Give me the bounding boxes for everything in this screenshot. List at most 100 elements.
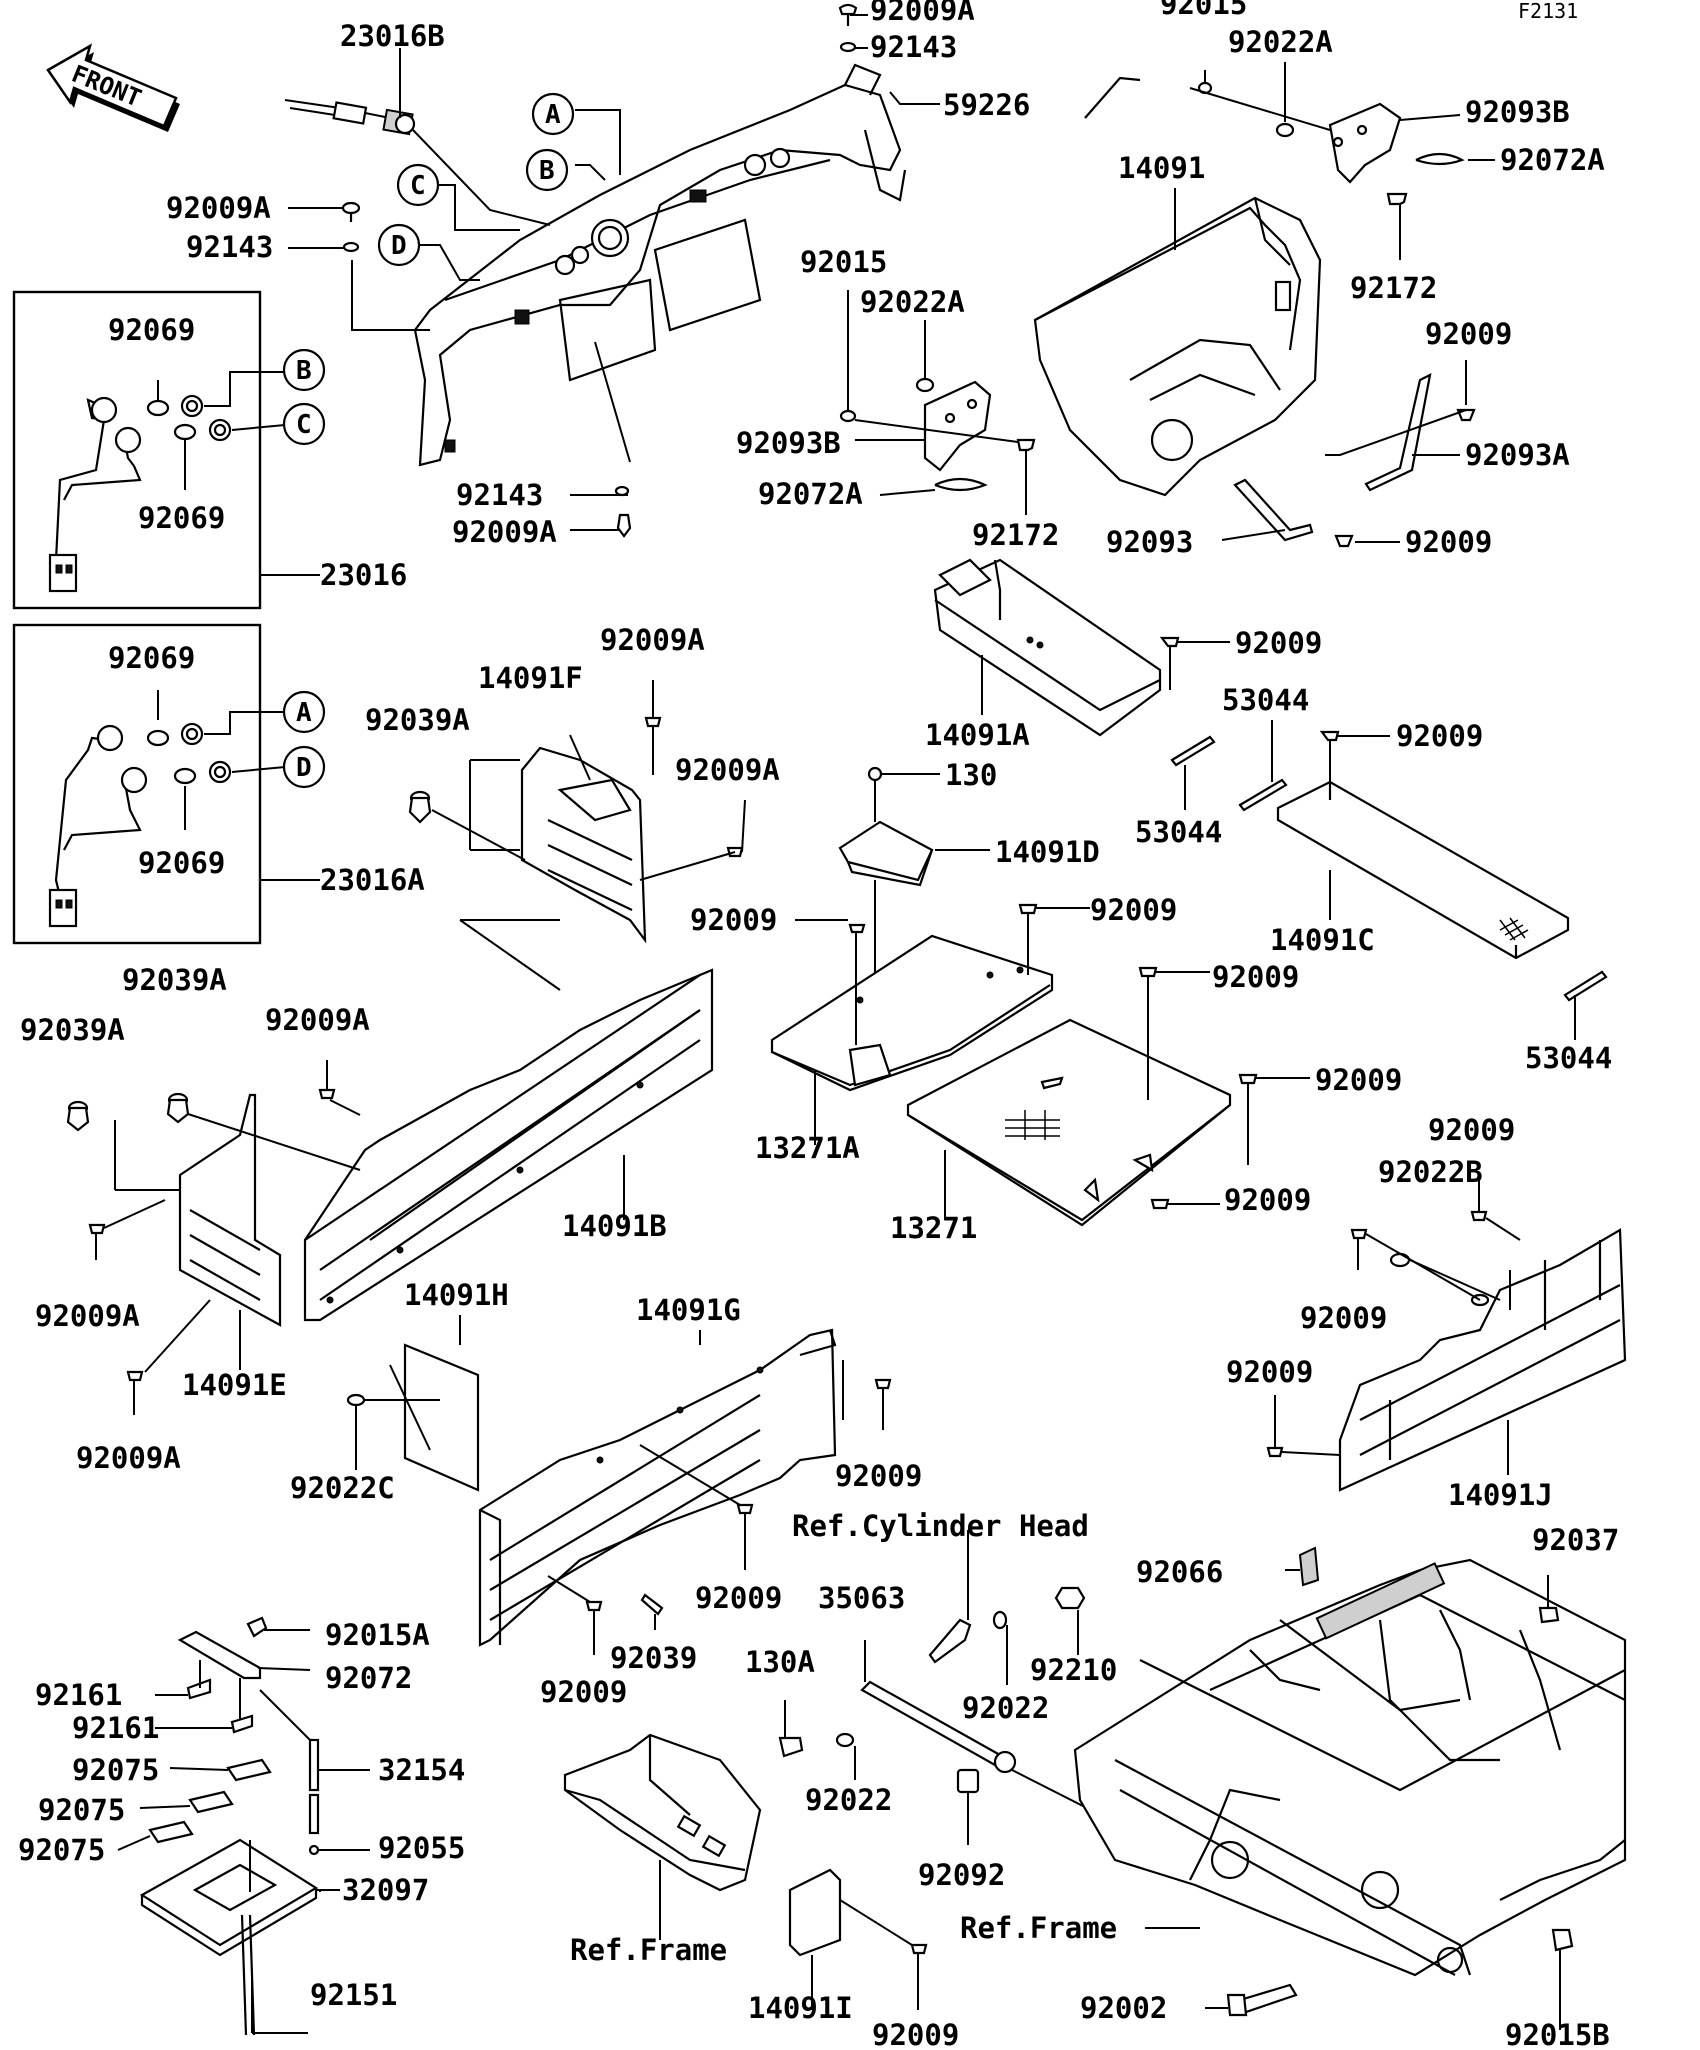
panel-14091j-part: [1266, 1180, 1627, 1492]
harness-23016b-part: [284, 99, 416, 136]
panel-14091d-part: [838, 766, 990, 1040]
label-92015-mid: 92015: [800, 245, 887, 279]
label-59226: 59226: [943, 88, 1030, 122]
label-14091i: 14091I: [748, 1991, 853, 2025]
label-92009-c: 92009: [1396, 719, 1483, 753]
label-92002: 92002: [1080, 1991, 1167, 2025]
bracket-92093b-right: [1084, 62, 1495, 260]
bracket-92093b-mid: [839, 290, 1036, 515]
label-92009-j2: 92009: [1300, 1301, 1387, 1335]
label-92009-i: 92009: [872, 2018, 959, 2050]
label-14091j: 14091J: [1448, 1478, 1553, 1512]
label-92039a-f: 92039A: [365, 703, 470, 737]
callout-circles-box: B C A D: [282, 348, 326, 789]
callout-circles-top: A B C D: [377, 92, 575, 267]
label-14091a: 14091A: [925, 718, 1030, 752]
label-ref-frame-right: Ref.Frame: [960, 1911, 1117, 1945]
label-92022b: 92022B: [1378, 1155, 1483, 1189]
label-92009-a: 92009: [1235, 626, 1322, 660]
label-53044-bot: 53044: [1525, 1041, 1612, 1075]
screw-92009a-top: [341, 3, 858, 538]
label-92022-1: 92022: [962, 1691, 1049, 1725]
label-92055: 92055: [378, 1831, 465, 1865]
panel-13271-part: [906, 966, 1310, 1227]
label-14091g: 14091G: [636, 1293, 741, 1327]
label-92009a-b: 92009A: [265, 1003, 370, 1037]
label-92009-g: 92009: [835, 1459, 922, 1493]
callout-d-top: D: [391, 231, 407, 261]
bracket-14091i-part: [788, 1868, 928, 2010]
label-92009-right1: 92009: [1425, 317, 1512, 351]
label-92037: 92037: [1532, 1523, 1619, 1557]
frame-left-ref: [563, 1733, 762, 1940]
stay-35063-part: [778, 1530, 1151, 1845]
battery-pads-92075: [117, 1758, 272, 1851]
label-14091h: 14091H: [404, 1278, 509, 1312]
label-92066: 92066: [1136, 1555, 1223, 1589]
harness-box-23016: [12, 290, 320, 610]
panel-14091f-part: [408, 680, 746, 944]
callout-c-top: C: [410, 171, 426, 201]
label-92161-1: 92161: [35, 1678, 122, 1712]
label-92009-j1: 92009: [1428, 1113, 1515, 1147]
panel-14091c-part: [1276, 730, 1570, 960]
label-92093b-mid: 92093B: [736, 426, 841, 460]
label-92009-p2: 92009: [1090, 893, 1177, 927]
label-92009a-left: 92009A: [166, 191, 271, 225]
label-92072a-right: 92072A: [1500, 143, 1605, 177]
label-14091b: 14091B: [562, 1209, 667, 1243]
label-92161-2: 92161: [72, 1711, 159, 1745]
label-23016a: 23016A: [320, 863, 425, 897]
label-92093b-right: 92093B: [1465, 95, 1570, 129]
label-92069-box1a: 92069: [108, 313, 195, 347]
label-92072a-mid: 92072A: [758, 477, 863, 511]
label-92009-g3: 92009: [540, 1675, 627, 1709]
label-13271a: 13271A: [755, 1131, 860, 1165]
label-92093a: 92093A: [1465, 438, 1570, 472]
label-14091: 14091: [1118, 151, 1205, 185]
label-14091e: 14091E: [182, 1368, 287, 1402]
battery-bracket-92161: [155, 1616, 311, 1734]
panel-13271a-part: [770, 903, 1090, 1145]
label-92009-right2: 92009: [1405, 525, 1492, 559]
label-92022-2: 92022: [805, 1783, 892, 1817]
label-92009-g2: 92009: [695, 1581, 782, 1615]
callout-b-box: B: [296, 356, 312, 386]
label-14091d: 14091D: [995, 835, 1100, 869]
label-92072: 92072: [325, 1661, 412, 1695]
label-92069-box2a: 92069: [108, 641, 195, 675]
label-14091c: 14091C: [1270, 923, 1375, 957]
label-92093: 92093: [1106, 525, 1193, 559]
label-92143-top: 92143: [870, 30, 957, 64]
label-92039a-l1: 92039A: [122, 963, 227, 997]
label-92009-j3: 92009: [1226, 1355, 1313, 1389]
label-92009a-mid: 92009A: [452, 515, 557, 549]
frame-right-ref: [1073, 1546, 1627, 2030]
battery-rods-32154: [259, 1689, 370, 1856]
label-92039: 92039: [610, 1641, 697, 1675]
instrument-panel-part: [413, 63, 907, 467]
front-arrow-icon: FRONT: [46, 43, 180, 132]
panel-14091e-part: [66, 1060, 361, 1415]
label-ref-frame-left: Ref.Frame: [570, 1933, 727, 1967]
label-92075-2: 92075: [38, 1793, 125, 1827]
label-92172-right: 92172: [1350, 271, 1437, 305]
label-92009a-f2: 92009A: [675, 753, 780, 787]
label-92172-mid: 92172: [972, 518, 1059, 552]
label-32154: 32154: [378, 1753, 465, 1787]
label-92092: 92092: [918, 1858, 1005, 1892]
label-92075-1: 92075: [72, 1753, 159, 1787]
label-92015a: 92015A: [325, 1618, 430, 1652]
label-23016b: 23016B: [340, 19, 445, 53]
callout-a-top: A: [545, 100, 561, 130]
panel-14091h-part: [346, 1315, 480, 1492]
part-number-labels: 92009A 92143 92015 92022A 23016B 59226 9…: [18, 0, 1619, 2050]
label-92143-mid: 92143: [456, 478, 543, 512]
label-92009a-e2: 92009A: [76, 1441, 181, 1475]
label-92069-box1b: 92069: [138, 501, 225, 535]
label-92009-p4: 92009: [1315, 1063, 1402, 1097]
callout-c-box: C: [296, 410, 312, 440]
label-92039a-l2: 92039A: [20, 1013, 125, 1047]
label-92022a-mid: 92022A: [860, 285, 965, 319]
harness-box-23016a: [12, 623, 320, 945]
